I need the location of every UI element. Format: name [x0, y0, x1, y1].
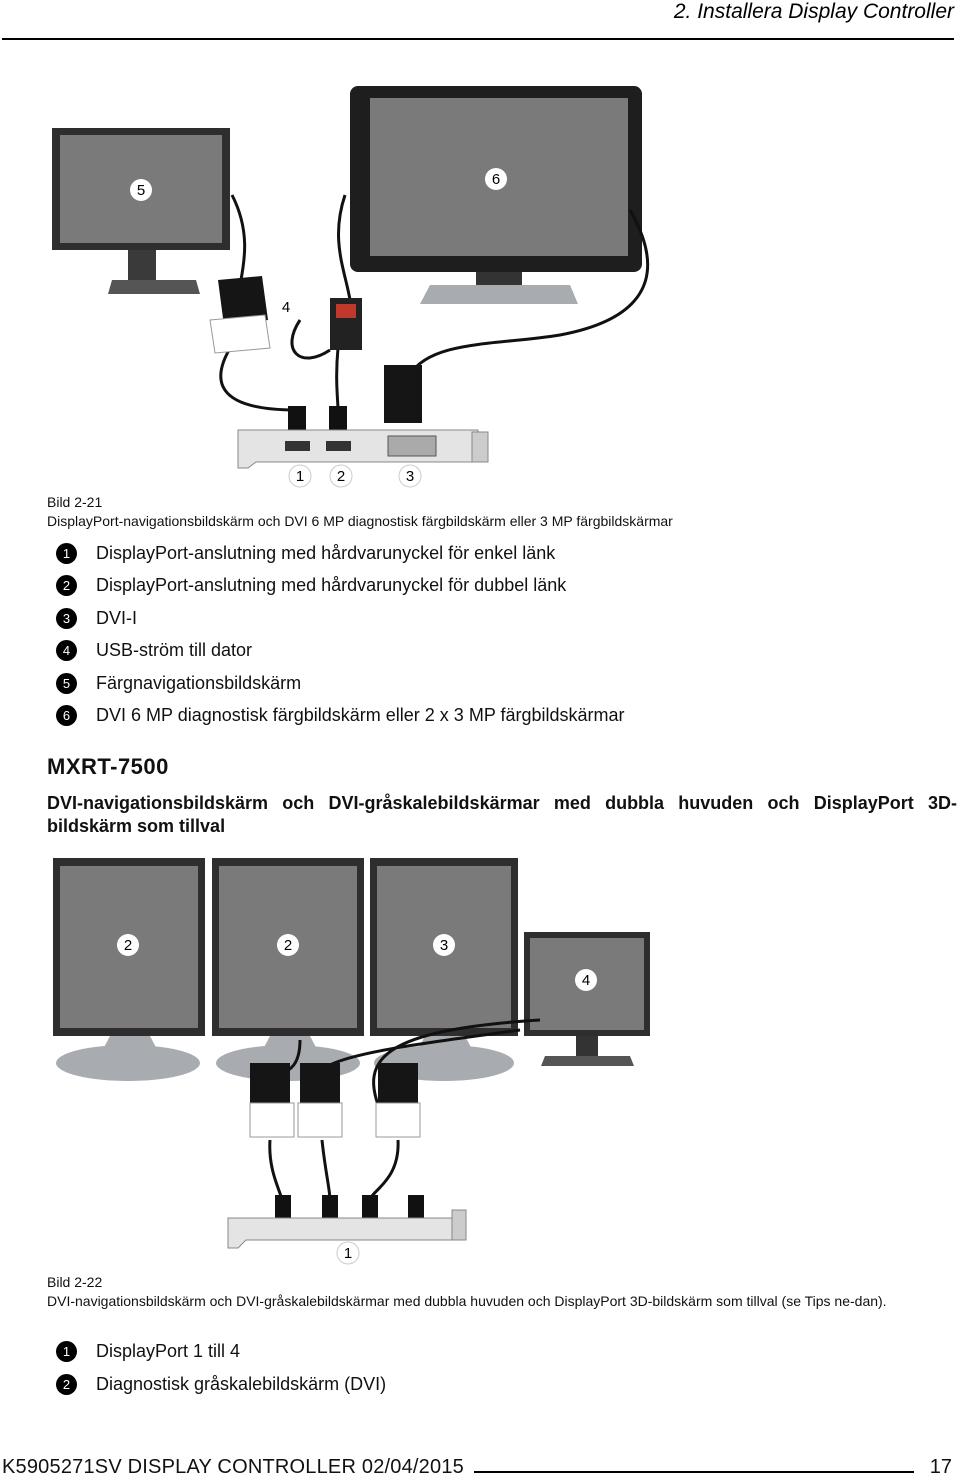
figure-1-illustration: 5 6 4 1 2 3 [52, 86, 649, 488]
monitor-middle-2 [212, 858, 364, 1081]
callout-2-middle: 2 [277, 934, 299, 956]
legend-text: DisplayPort 1 till 4 [96, 1340, 241, 1361]
chapter-title: 2. Installera Display Controller [673, 0, 954, 23]
legend-text: DisplayPort-anslutning med hårdvarunycke… [96, 574, 567, 595]
monitor-left-2 [53, 858, 205, 1081]
legend-number: 1 [56, 1340, 77, 1362]
cables-1 [219, 194, 649, 412]
callout-6: 6 [485, 168, 507, 190]
section-heading: MXRT-7500 [47, 754, 169, 779]
svg-text:2: 2 [284, 937, 292, 954]
svg-text:1: 1 [344, 1245, 352, 1262]
svg-text:5: 5 [137, 182, 145, 199]
section-subheading: DVI-navigationsbildskärm och DVI-gråskal… [47, 793, 957, 836]
legend-number: 6 [56, 704, 77, 726]
callout-2-left: 2 [117, 934, 139, 956]
svg-text:6: 6 [492, 171, 500, 188]
figure-1-caption-number: Bild 2-21 [47, 494, 103, 510]
legend-number: 5 [56, 672, 77, 694]
svg-text:4: 4 [582, 972, 590, 989]
legend-item: 4 USB-ström till dator [56, 638, 252, 662]
legend-item: 2 DisplayPort-anslutning med hårdvarunyc… [56, 573, 566, 597]
legend-text: DVI 6 MP diagnostisk färgbildskärm eller… [96, 704, 625, 725]
legend-number: 2 [56, 1373, 77, 1395]
monitor-6 [350, 86, 642, 304]
callout-3: 3 [433, 934, 455, 956]
legend-text: Diagnostisk gråskalebildskärm (DVI) [96, 1373, 387, 1394]
svg-text:3: 3 [406, 468, 414, 485]
legend-item: 3 DVI-I [56, 606, 137, 630]
graphics-card-1 [237, 429, 489, 469]
monitor-5 [52, 128, 230, 294]
legend-number: 4 [56, 639, 77, 661]
legend-number: 2 [56, 574, 77, 596]
legend-number: 3 [56, 607, 77, 629]
legend-item: 5 Färgnavigationsbildskärm [56, 671, 301, 695]
monitor-small-4 [524, 932, 650, 1066]
callout-1: 1 [336, 1241, 360, 1265]
callout-3: 3 [398, 464, 422, 488]
connectors-2 [249, 1063, 424, 1221]
callout-2: 2 [329, 464, 353, 488]
legend-item: 2 Diagnostisk gråskalebildskärm (DVI) [56, 1372, 386, 1396]
figure-2-caption-number: Bild 2-22 [47, 1274, 103, 1290]
svg-text:2: 2 [124, 937, 132, 954]
graphics-card-2 [227, 1209, 467, 1249]
callout-4: 4 [575, 969, 597, 991]
page-number: 17 [929, 1456, 952, 1478]
legend-text: DVI-I [96, 607, 138, 628]
svg-text:4: 4 [282, 299, 290, 316]
legend-item: 1 DisplayPort 1 till 4 [56, 1339, 240, 1363]
svg-text:1: 1 [296, 468, 304, 485]
legend-text: Färgnavigationsbildskärm [96, 672, 302, 693]
figure-2-illustration: 2 2 3 4 1 [53, 858, 650, 1265]
svg-text:2: 2 [337, 468, 345, 485]
legend-item: 6 DVI 6 MP diagnostisk färgbildskärm ell… [56, 703, 625, 727]
figure-1-caption-text: DisplayPort-navigationsbildskärm och DVI… [47, 513, 673, 529]
legend-item: 1 DisplayPort-anslutning med hårdvarunyc… [56, 541, 555, 565]
svg-text:3: 3 [440, 937, 448, 954]
footer-rule [474, 1471, 914, 1473]
legend-text: DisplayPort-anslutning med hårdvarunycke… [96, 542, 556, 563]
callout-1: 1 [288, 464, 312, 488]
callout-5: 5 [130, 179, 152, 201]
header-rule [2, 38, 954, 40]
figure-2-caption-text: DVI-navigationsbildskärm och DVI-gråskal… [47, 1293, 887, 1309]
footer-doc-info: K5905271SV DISPLAY CONTROLLER 02/04/2015 [2, 1456, 464, 1478]
connectors-1 [209, 276, 422, 436]
callout-4: 4 [275, 296, 297, 318]
legend-number: 1 [56, 542, 77, 564]
legend-text: USB-ström till dator [96, 639, 253, 660]
